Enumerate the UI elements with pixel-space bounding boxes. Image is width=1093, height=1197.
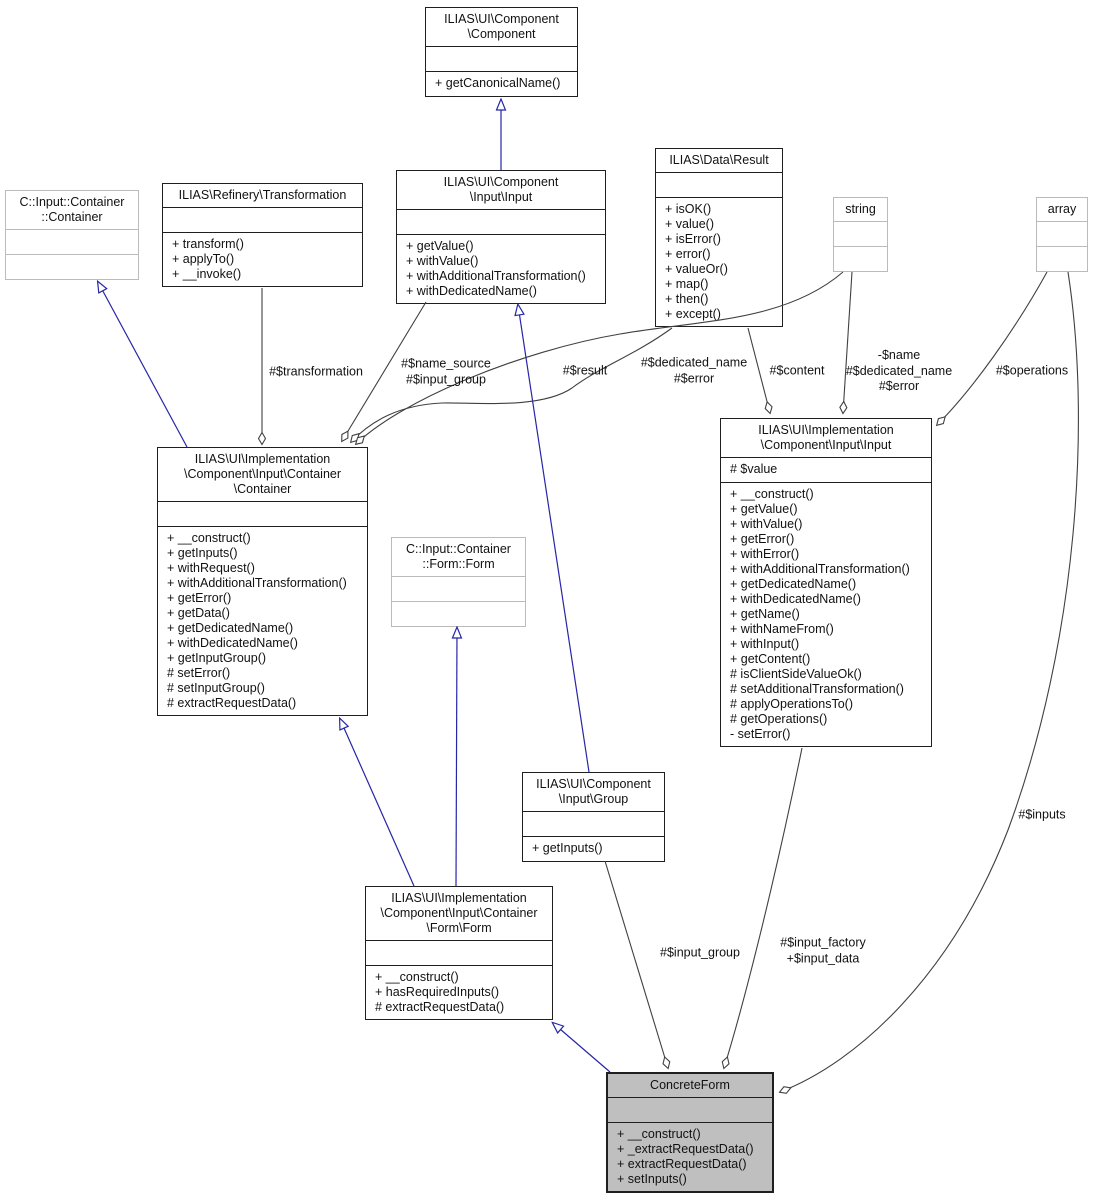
class-box-c-input-container-container[interactable]: C::Input::Container::Container	[5, 190, 139, 280]
class-title: C::Input::Container::Container	[19, 195, 125, 224]
class-box-array[interactable]: array	[1036, 197, 1088, 272]
class-box-ilias-ui-component-input-group[interactable]: ILIAS\UI\Component\Input\Group + getInpu…	[522, 772, 665, 862]
edge-inheritance-implcontainer-to-ccontainer	[98, 282, 188, 448]
methods-compartment: + getInputs()	[523, 836, 664, 861]
attributes-compartment	[158, 501, 367, 526]
class-title: ILIAS\UI\Component\Input\Input	[443, 175, 559, 204]
edge-aggregation-result-to-container	[351, 327, 673, 442]
class-title: ILIAS\UI\Implementation\Component\Input\…	[380, 891, 538, 935]
attributes-compartment	[392, 576, 525, 601]
edge-label-name-dedicated-name-error: -$name #$dedicated_name #$error	[845, 347, 953, 393]
methods-compartment: + __construct()+ getInputs()+ withReques…	[158, 526, 367, 715]
edge-aggregation-result-to-implinput	[747, 327, 770, 413]
class-box-string[interactable]: string	[833, 197, 888, 272]
class-box-ilias-ui-component-component[interactable]: ILIAS\UI\Component\Component + getCanoni…	[425, 7, 578, 97]
edge-label-operations: #$operations	[995, 363, 1069, 378]
methods-compartment: + getValue()+ withValue()+ withAdditiona…	[397, 234, 605, 303]
class-title: string	[845, 202, 876, 216]
edge-label-input-factory-input-data: #$input_factory +$input_data	[780, 935, 866, 966]
edge-label-content: #$content	[769, 363, 825, 378]
attributes-compartment	[366, 940, 552, 965]
class-title: ILIAS\UI\Component\Input\Group	[536, 777, 651, 806]
class-box-concrete-form[interactable]: ConcreteForm + __construct()+ _extractRe…	[606, 1072, 774, 1193]
methods-compartment: + __construct()+ _extractRequestData()+ …	[608, 1122, 772, 1191]
attributes-compartment: # $value	[721, 457, 931, 482]
edge-label-inputs: #$inputs	[1018, 807, 1066, 822]
attributes-compartment	[834, 221, 887, 246]
edge-label-input-group: #$input_group	[660, 945, 740, 960]
class-title: ConcreteForm	[650, 1078, 730, 1092]
edge-aggregation-array-to-implinput	[937, 271, 1048, 425]
attributes-compartment	[608, 1097, 772, 1122]
methods-compartment: + isOK()+ value()+ isError()+ error()+ v…	[656, 197, 782, 326]
class-box-ilias-ui-implementation-component-input-input[interactable]: ILIAS\UI\Implementation\Component\Input\…	[720, 418, 932, 747]
edge-inheritance-concreteform-to-implform	[553, 1023, 611, 1073]
attributes-compartment	[397, 209, 605, 234]
methods-compartment	[1037, 246, 1087, 271]
edge-aggregation-implinput-to-concreteform	[724, 747, 803, 1068]
attributes-compartment	[523, 811, 664, 836]
edge-inheritance-implform-to-cform	[456, 628, 457, 887]
class-title: ILIAS\UI\Implementation\Component\Input\…	[183, 452, 342, 496]
class-box-ilias-ui-implementation-component-input-container-form-form[interactable]: ILIAS\UI\Implementation\Component\Input\…	[365, 886, 553, 1020]
class-box-c-input-container-form-form[interactable]: C::Input::Container::Form::Form	[391, 537, 526, 627]
methods-compartment	[834, 246, 887, 271]
methods-compartment: + __construct()+ hasRequiredInputs()# ex…	[366, 965, 552, 1019]
class-box-ilias-ui-implementation-component-input-container-container[interactable]: ILIAS\UI\Implementation\Component\Input\…	[157, 447, 368, 716]
attributes-compartment	[6, 229, 138, 254]
class-title: ILIAS\UI\Component\Component	[444, 12, 559, 41]
class-title: C::Input::Container::Form::Form	[406, 542, 511, 571]
edge-label-result: #$result	[562, 363, 608, 378]
class-title: ILIAS\UI\Implementation\Component\Input\…	[758, 423, 894, 452]
edge-inheritance-implform-to-implcontainer	[340, 719, 415, 887]
methods-compartment: + transform()+ applyTo()+ __invoke()	[163, 232, 362, 286]
edge-label-transformation: #$transformation	[269, 364, 363, 379]
class-box-ilias-ui-component-input-input[interactable]: ILIAS\UI\Component\Input\Input + getValu…	[396, 170, 606, 304]
attributes-compartment	[163, 207, 362, 232]
methods-compartment	[392, 601, 525, 626]
edge-aggregation-group-to-concreteform	[604, 860, 668, 1068]
methods-compartment: + __construct()+ getValue()+ withValue()…	[721, 482, 931, 746]
attributes-compartment	[426, 46, 577, 71]
class-title: ILIAS\Refinery\Transformation	[178, 188, 347, 202]
class-title: array	[1047, 202, 1077, 216]
class-box-ilias-data-result[interactable]: ILIAS\Data\Result + isOK()+ value()+ isE…	[655, 148, 783, 327]
class-title: ILIAS\Data\Result	[669, 153, 769, 167]
methods-compartment: + getCanonicalName()	[426, 71, 577, 96]
edge-label-dedicated-name-error: #$dedicated_name #$error	[640, 355, 748, 386]
attributes-compartment	[656, 172, 782, 197]
attributes-compartment	[1037, 221, 1087, 246]
class-box-ilias-refinery-transformation[interactable]: ILIAS\Refinery\Transformation + transfor…	[162, 183, 363, 287]
methods-compartment	[6, 254, 138, 279]
edge-label-name-source-input-group: #$name_source #$input_group	[401, 356, 491, 387]
